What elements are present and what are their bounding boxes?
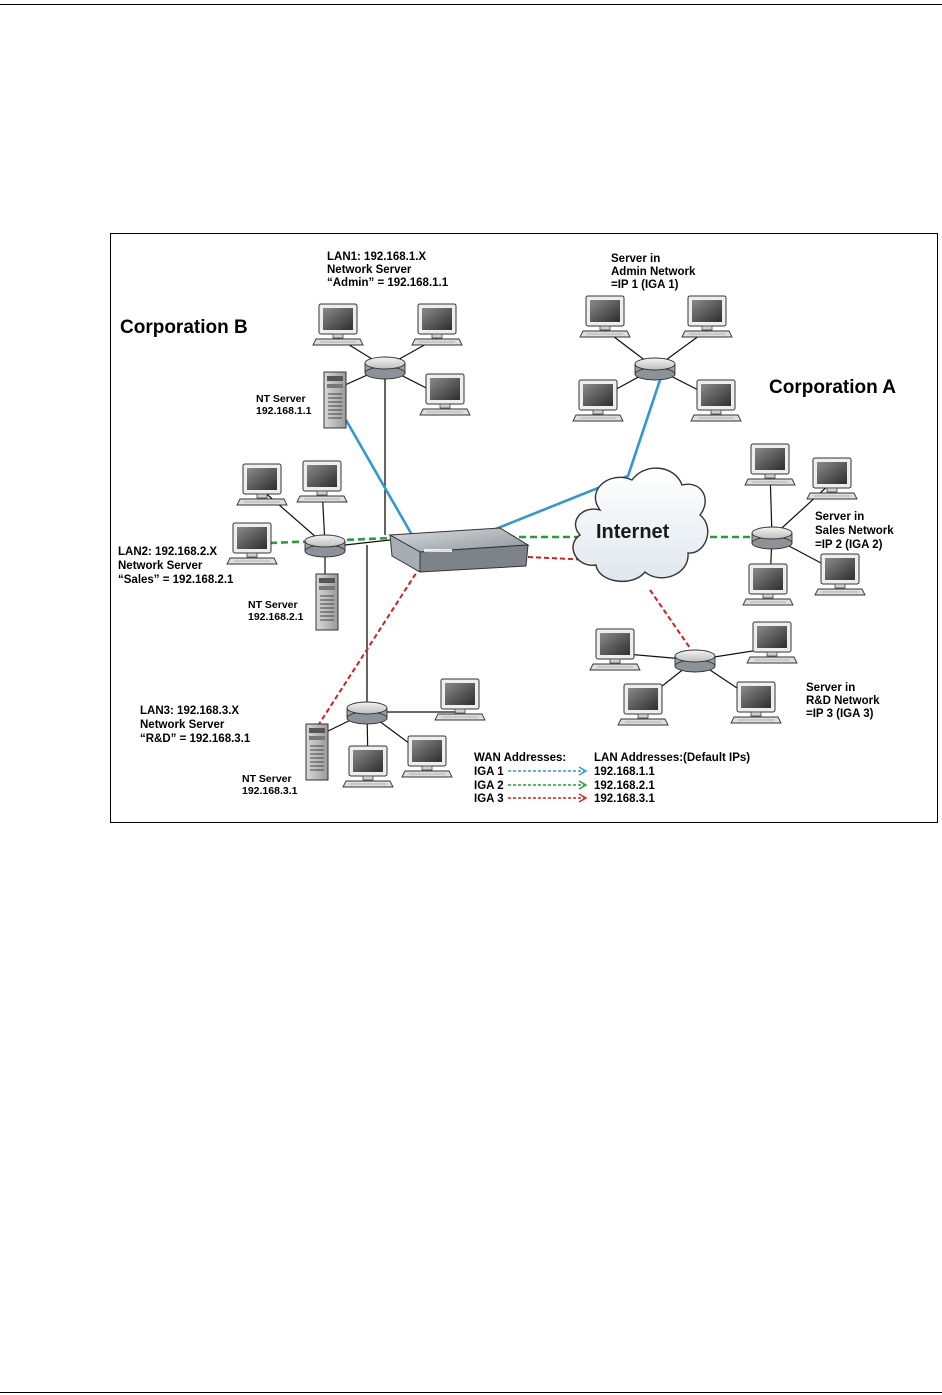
lan1-pc-icon	[312, 303, 364, 346]
sales-pc-icon	[742, 563, 794, 606]
legend-arrowhead-1	[578, 766, 588, 776]
lan3-subnet-label: LAN3: 192.168.3.X	[140, 705, 239, 717]
admin-hub-icon	[634, 357, 676, 381]
rd-server-line3: =IP 3 (IGA 3)	[806, 708, 874, 720]
lan1-pc-icon	[419, 373, 471, 416]
admin-server-line1: Server in	[611, 253, 660, 265]
lan3-pc-icon	[434, 678, 486, 721]
lan3-nt-server-icon	[305, 723, 329, 781]
lan2-nt-server-icon	[315, 573, 339, 631]
rd-server-line1: Server in	[806, 682, 855, 694]
lan2-hub-icon	[304, 534, 346, 558]
lan1-hub-icon	[364, 356, 406, 380]
lan2-nt-server-label: NT Server	[248, 599, 298, 611]
lan1-pc-icon	[411, 303, 463, 346]
lan1-nt-server-label: NT Server	[256, 393, 306, 405]
lan3-pc-icon	[401, 735, 453, 778]
lan2-subnet-label: LAN2: 192.168.2.X	[118, 546, 217, 558]
lan2-server-heading: Network Server	[118, 560, 203, 572]
legend-wan-header: WAN Addresses:	[474, 752, 566, 764]
sales-server-line2: Sales Network	[815, 525, 894, 537]
legend-wan-item: IGA 3	[474, 793, 504, 805]
legend-arrowhead-3	[578, 793, 588, 803]
lan3-server-address: “R&D” = 192.168.3.1	[140, 733, 251, 745]
sales-pc-icon	[744, 443, 796, 486]
lan-backbone-lines	[344, 367, 391, 712]
lan2-server-address: “Sales” = 192.168.2.1	[118, 574, 234, 586]
lan1-nt-server-icon	[323, 371, 347, 429]
sales-hub-icon	[751, 526, 793, 550]
page-bottom-rule	[0, 1392, 942, 1393]
internet-label: Internet	[596, 521, 670, 543]
admin-server-line2: Admin Network	[611, 266, 696, 278]
legend-lan-header: LAN Addresses:(Default IPs)	[594, 752, 750, 764]
rd-pc-icon	[730, 681, 782, 724]
legend-arrowhead-2	[578, 780, 588, 790]
lan2-pc-icon	[236, 463, 288, 506]
admin-pc-icon	[572, 379, 624, 422]
lan3-pc-icon	[342, 745, 394, 788]
admin-pc-icon	[690, 379, 742, 422]
admin-pc-icon	[681, 295, 733, 338]
rd-pc-icon	[617, 683, 669, 726]
sales-pc-icon	[814, 553, 866, 596]
rd-hub-icon	[674, 649, 716, 673]
lan1-server-heading: Network Server	[327, 264, 412, 276]
corporation-a-label: Corporation A	[769, 377, 896, 398]
rd-pc-icon	[746, 621, 798, 664]
sales-server-line3: =IP 2 (IGA 2)	[815, 539, 883, 551]
sales-pc-icon	[806, 457, 858, 500]
page-top-rule	[0, 4, 942, 5]
sales-server-line1: Server in	[815, 511, 864, 523]
internet-cloud	[572, 467, 709, 582]
router-device	[388, 527, 530, 573]
legend-wan-item: IGA 1	[474, 766, 504, 778]
admin-pc-icon	[579, 295, 631, 338]
lan1-server-address: “Admin” = 192.168.1.1	[327, 277, 449, 289]
lan3-hub-icon	[346, 701, 388, 725]
lan3-nt-server-ip: 192.168.3.1	[242, 785, 298, 797]
address-legend: WAN Addresses: LAN Addresses:(Default IP…	[474, 752, 750, 805]
corporation-b-label: Corporation B	[120, 317, 248, 338]
admin-server-line3: =IP 1 (IGA 1)	[611, 279, 679, 291]
lan3-nt-server-label: NT Server	[242, 773, 292, 785]
lan3-server-heading: Network Server	[140, 719, 225, 731]
lan2-nt-server-ip: 192.168.2.1	[248, 611, 304, 623]
lan1-subnet-label: LAN1: 192.168.1.X	[327, 251, 426, 263]
legend-lan-item: 192.168.1.1	[594, 766, 655, 778]
rd-pc-icon	[589, 628, 641, 671]
lan2-pc-icon	[296, 460, 348, 503]
legend-wan-item: IGA 2	[474, 780, 504, 792]
rd-server-line2: R&D Network	[806, 695, 880, 707]
lan1-nt-server-ip: 192.168.1.1	[256, 405, 312, 417]
legend-lan-item: 192.168.3.1	[594, 793, 655, 805]
legend-lan-item: 192.168.2.1	[594, 780, 655, 792]
lan2-pc-icon	[226, 522, 278, 565]
blue-links	[344, 379, 662, 536]
